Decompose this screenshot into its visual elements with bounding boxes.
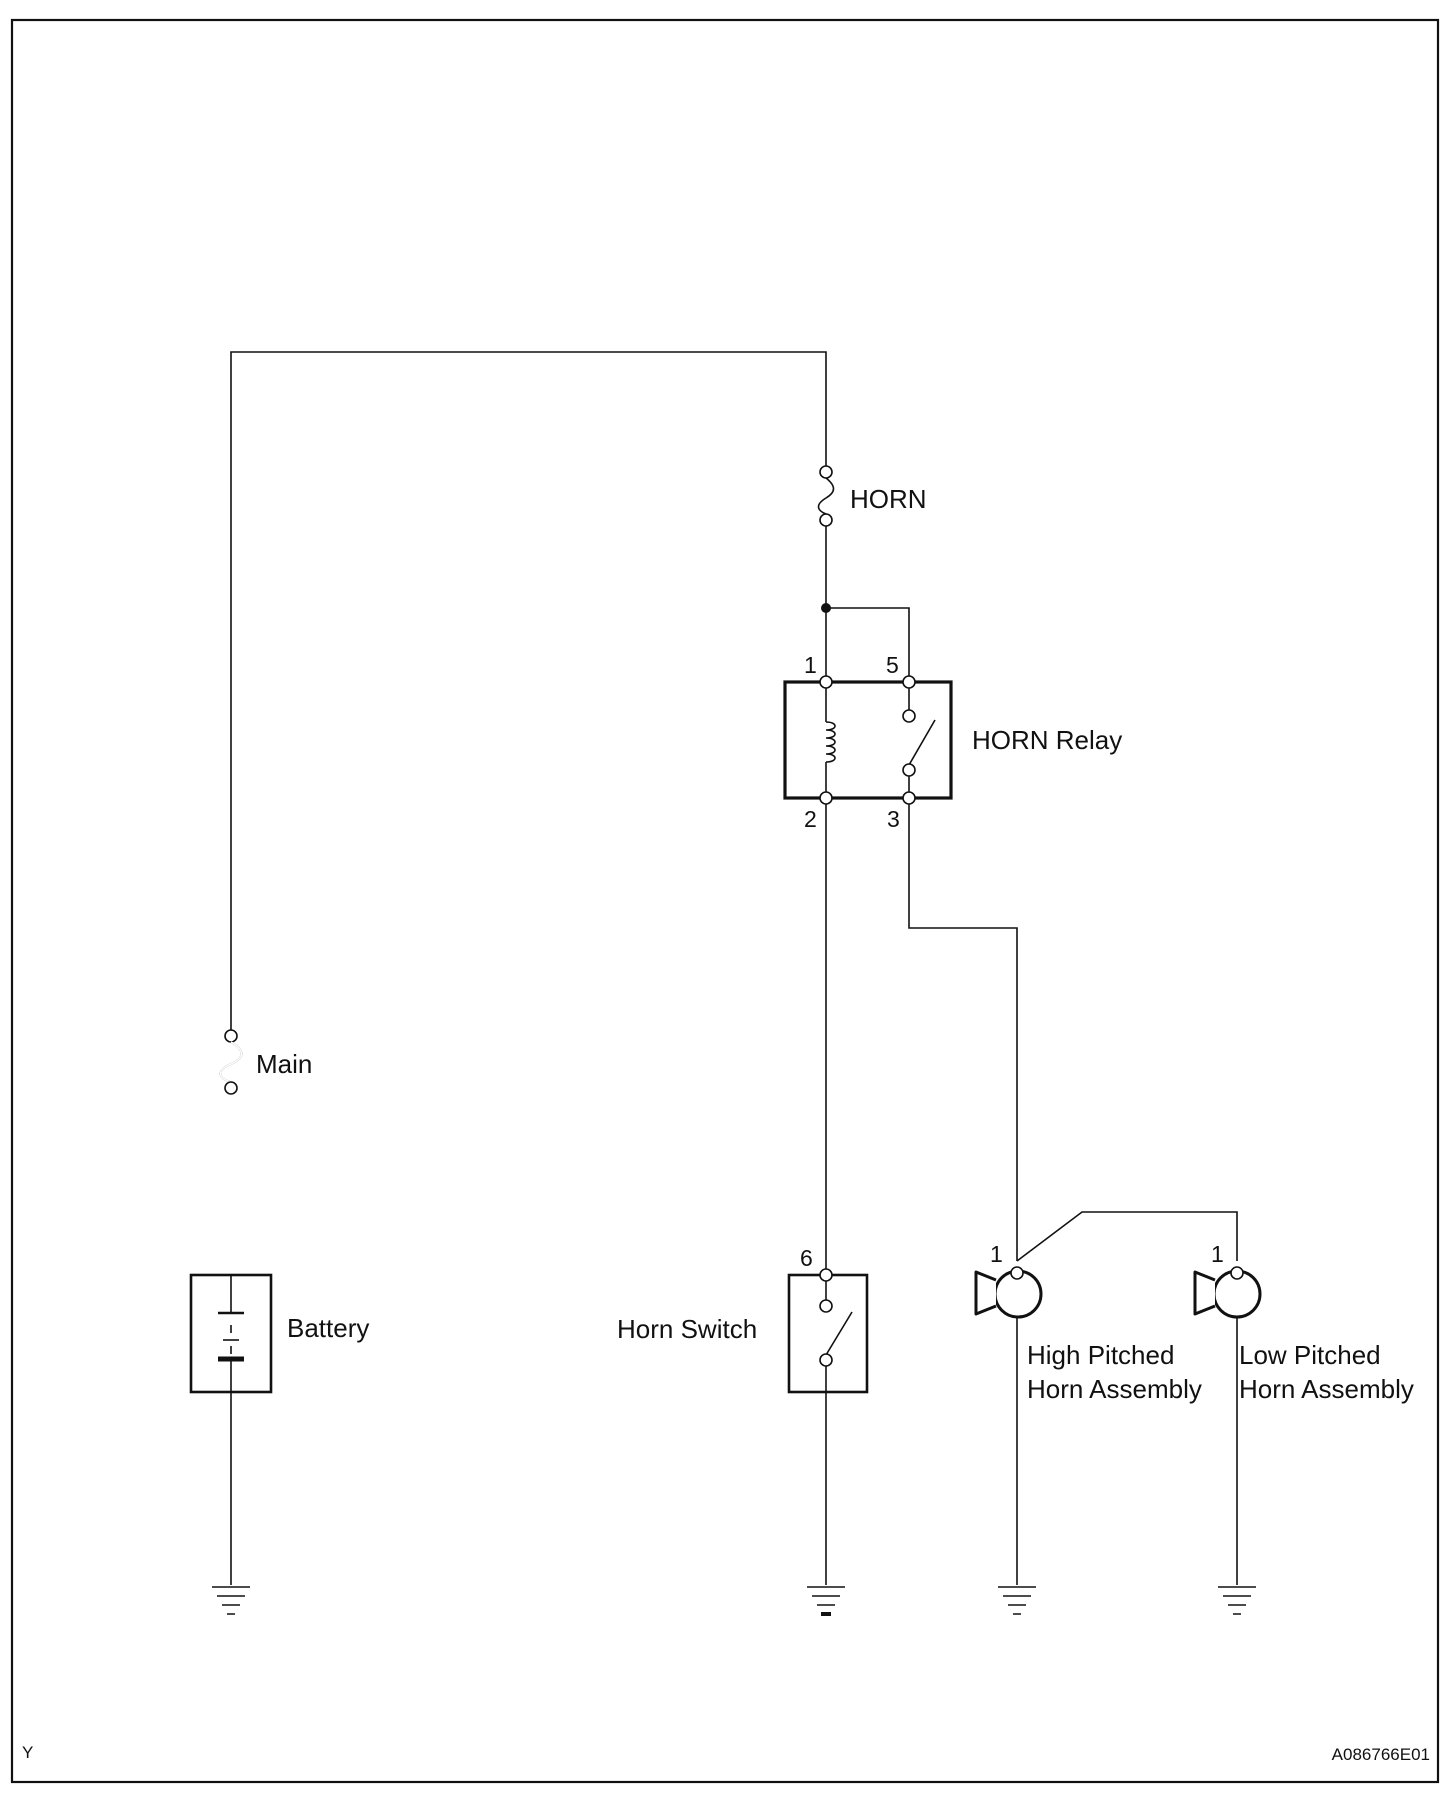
main-fusible-link xyxy=(219,1029,243,1095)
corner-code-left: Y xyxy=(22,1743,33,1762)
relay-pin3-label: 3 xyxy=(887,806,900,832)
horn-switch-pin-label: 6 xyxy=(800,1245,813,1271)
ground-icon-low-horn xyxy=(1218,1586,1256,1615)
low-pitched-horn-icon xyxy=(1193,1266,1262,1319)
high-horn-pin-label: 1 xyxy=(990,1241,1003,1267)
relay-pin2-label: 2 xyxy=(804,806,817,832)
low-horn-pin-label: 1 xyxy=(1211,1241,1224,1267)
illustration-code: A086766E01 xyxy=(1332,1745,1430,1764)
wire-high-to-low-horn xyxy=(1016,1211,1238,1262)
low-horn-label-line2: Horn Assembly xyxy=(1239,1374,1414,1404)
wire-junction-dot xyxy=(821,603,831,613)
low-horn-pin1-terminal xyxy=(1230,1266,1244,1280)
horn-fuse xyxy=(817,465,835,527)
wire-pin3-to-high-horn xyxy=(908,798,1018,1261)
ground-icon-battery xyxy=(212,1586,250,1615)
wire-main-to-horn-fuse xyxy=(230,351,827,1030)
high-pitched-horn-icon xyxy=(974,1266,1043,1319)
high-horn-label-line1: High Pitched xyxy=(1027,1340,1174,1370)
main-fuse-label: Main xyxy=(256,1049,312,1079)
relay-pin3-terminal xyxy=(902,791,916,805)
relay-pin5-label: 5 xyxy=(886,652,899,678)
relay-pin2-terminal xyxy=(819,791,833,805)
horn-fuse-label: HORN xyxy=(850,484,927,514)
battery-label: Battery xyxy=(287,1313,369,1343)
high-horn-pin1-terminal xyxy=(1010,1266,1024,1280)
horn-relay xyxy=(783,675,953,805)
low-horn-label-line1: Low Pitched xyxy=(1239,1340,1381,1370)
horn-switch xyxy=(787,1268,869,1394)
horn-relay-label: HORN Relay xyxy=(972,725,1122,755)
wire-junction-to-pin5 xyxy=(826,607,910,682)
battery xyxy=(189,1273,273,1394)
diagram-frame xyxy=(10,18,1440,1784)
relay-pin5-terminal xyxy=(902,675,916,689)
horn-switch-pin6-terminal xyxy=(819,1268,833,1282)
ground-icon-horn-switch xyxy=(807,1586,845,1616)
relay-pin1-label: 1 xyxy=(804,652,817,678)
relay-pin1-terminal xyxy=(819,675,833,689)
horn-switch-label: Horn Switch xyxy=(617,1314,757,1344)
high-horn-label-line2: Horn Assembly xyxy=(1027,1374,1202,1404)
ground-icon-high-horn xyxy=(998,1586,1036,1615)
